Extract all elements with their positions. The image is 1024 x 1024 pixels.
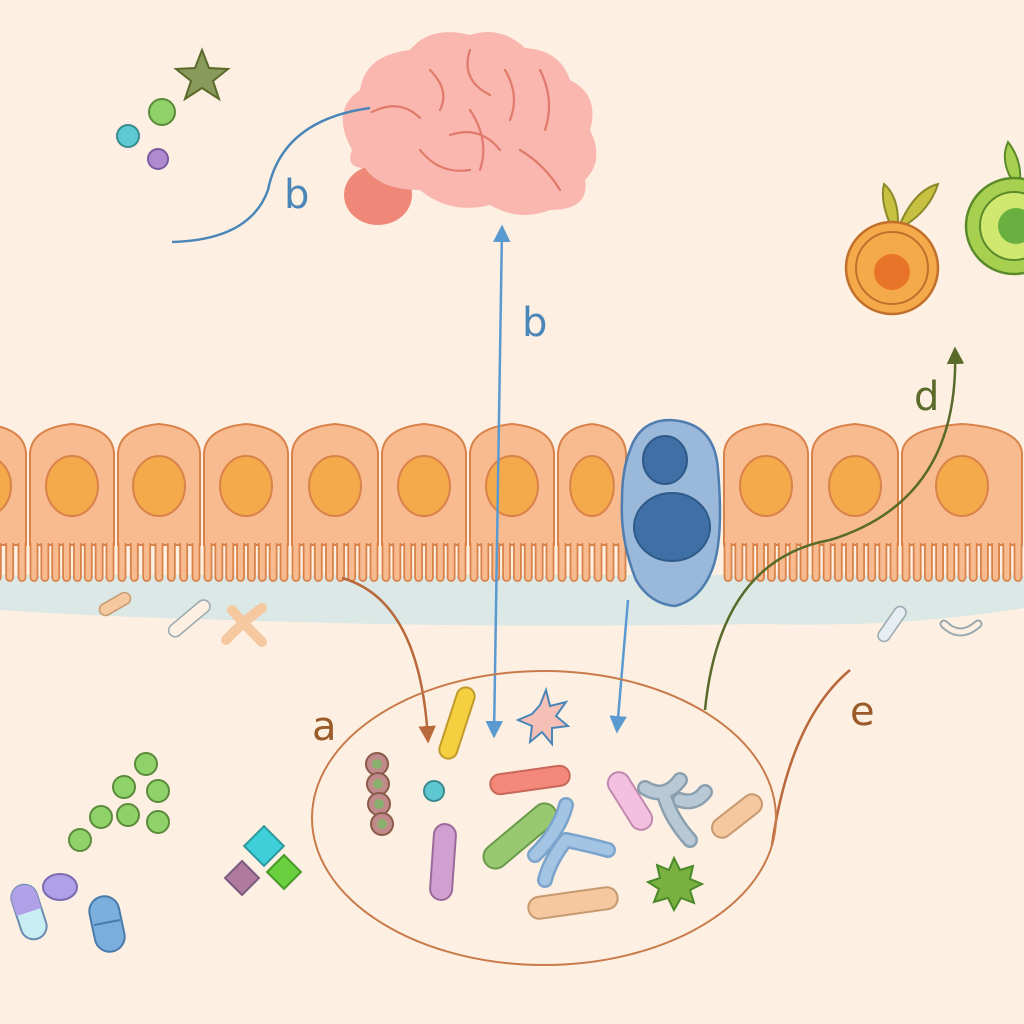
epithelial-cell — [811, 422, 899, 582]
cell-nucleus — [935, 455, 989, 517]
label-b-axis: b — [522, 300, 547, 346]
epithelial-cell — [723, 422, 809, 582]
line-e — [770, 669, 851, 846]
cell-nucleus — [219, 455, 273, 517]
epithelial-cell — [29, 422, 115, 582]
epithelial-cell — [117, 422, 201, 582]
arrow-d — [703, 346, 965, 711]
fruit-icon-green — [964, 140, 1024, 276]
label-d: d — [914, 374, 939, 420]
cell-nucleus — [397, 455, 451, 517]
label-b-brain: b — [284, 172, 309, 218]
epithelial-cell — [901, 422, 1023, 582]
bacteria-outside — [98, 591, 983, 647]
intestinal-epithelium — [0, 422, 1023, 582]
metabolite-dots — [116, 47, 231, 170]
gut-brain-arrow — [485, 224, 511, 739]
fiber-dots — [68, 752, 170, 852]
epithelial-cell — [0, 425, 27, 582]
enteroendocrine-arrow — [609, 599, 630, 734]
label-a: a — [312, 704, 337, 750]
star-icon — [173, 47, 231, 102]
cell-nucleus — [308, 455, 362, 517]
diamond-shapes — [223, 824, 303, 897]
cell-nucleus — [569, 455, 615, 517]
cell-nucleus — [45, 455, 99, 517]
brain-icon — [342, 31, 597, 225]
epithelial-cell — [203, 422, 289, 582]
fruit-icon — [844, 182, 940, 316]
epithelial-cell — [381, 422, 467, 582]
microbiome-boundary — [311, 670, 777, 966]
bacteria-icon — [365, 686, 763, 920]
cell-nucleus — [132, 455, 186, 517]
cell-nucleus — [0, 460, 12, 512]
epithelial-cell — [469, 422, 555, 582]
cell-nucleus — [739, 455, 793, 517]
enteroendocrine-cell-icon — [620, 418, 722, 608]
cell-nucleus — [485, 455, 539, 517]
epithelial-cell — [557, 422, 627, 582]
cell-nucleus — [828, 455, 882, 517]
vagus-nerve-line — [171, 106, 371, 244]
pill-icon — [10, 873, 126, 953]
label-e: e — [850, 689, 875, 735]
mucus-layer — [0, 575, 1024, 626]
epithelial-cell — [291, 422, 379, 582]
arrow-a — [341, 576, 436, 744]
